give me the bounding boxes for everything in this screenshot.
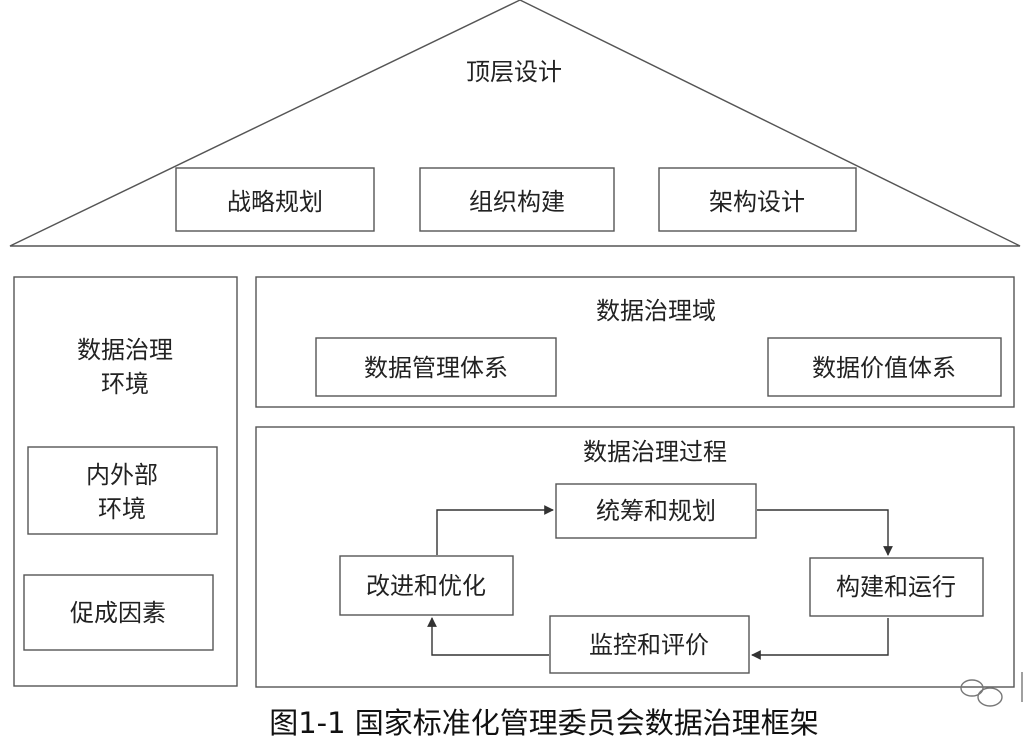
environment-title-line2: 环境 — [101, 370, 149, 398]
process-improve-box — [339, 555, 514, 616]
governance-domain-title: 数据治理域 — [596, 297, 716, 325]
process-monitor-label: 监控和评价 — [589, 631, 709, 659]
arrow-monitor-to-improve — [427, 617, 549, 656]
environment-title-line1: 数据治理 — [77, 336, 173, 364]
process-plan-box — [555, 483, 757, 539]
process-plan-label: 统筹和规划 — [596, 497, 716, 525]
arrow-build-to-monitor — [751, 618, 889, 660]
internal-external-env-line1: 内外部 — [86, 461, 158, 489]
roof-item-architecture-label: 架构设计 — [709, 188, 805, 216]
arrow-plan-to-build — [757, 509, 893, 556]
process-build-box — [809, 557, 984, 617]
roof-item-strategy — [175, 167, 375, 232]
data-value-system-label: 数据价值体系 — [812, 354, 956, 382]
roof-item-organization — [419, 167, 615, 232]
roof-item-architecture — [658, 167, 857, 232]
roof-title: 顶层设计 — [466, 58, 562, 86]
data-value-system-box — [767, 337, 1002, 397]
data-management-system-box — [315, 337, 557, 397]
process-build-label: 构建和运行 — [836, 573, 956, 601]
internal-external-env-box — [27, 446, 218, 535]
internal-external-env-line2: 环境 — [98, 495, 146, 523]
arrow-improve-to-plan — [436, 505, 554, 555]
roof-item-strategy-label: 战略规划 — [227, 188, 323, 216]
enabling-factors-box — [23, 574, 214, 651]
figure-caption: 图1-1 国家标准化管理委员会数据治理框架 — [269, 706, 819, 740]
wechat-watermark-icon — [960, 672, 1023, 707]
data-management-system-label: 数据管理体系 — [364, 354, 508, 382]
process-improve-label: 改进和优化 — [366, 572, 486, 600]
process-monitor-box — [549, 615, 750, 674]
roof-item-organization-label: 组织构建 — [469, 188, 565, 216]
governance-process-title: 数据治理过程 — [583, 438, 727, 466]
enabling-factors-label: 促成因素 — [70, 599, 166, 627]
